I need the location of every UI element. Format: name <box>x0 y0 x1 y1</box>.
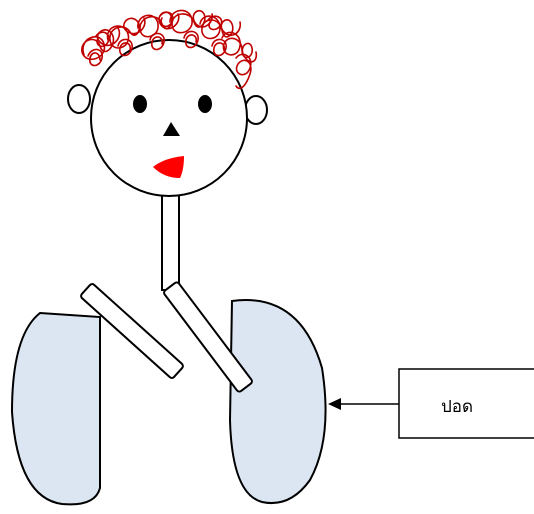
left-lung <box>12 313 100 504</box>
right-ear <box>245 96 267 124</box>
callout-arrow-head <box>328 398 341 410</box>
left-eye <box>133 95 147 113</box>
callout-label: ปอด <box>441 397 473 417</box>
trachea <box>162 193 179 290</box>
right-lung <box>230 300 326 503</box>
right-eye <box>198 95 212 113</box>
left-ear <box>68 85 90 113</box>
